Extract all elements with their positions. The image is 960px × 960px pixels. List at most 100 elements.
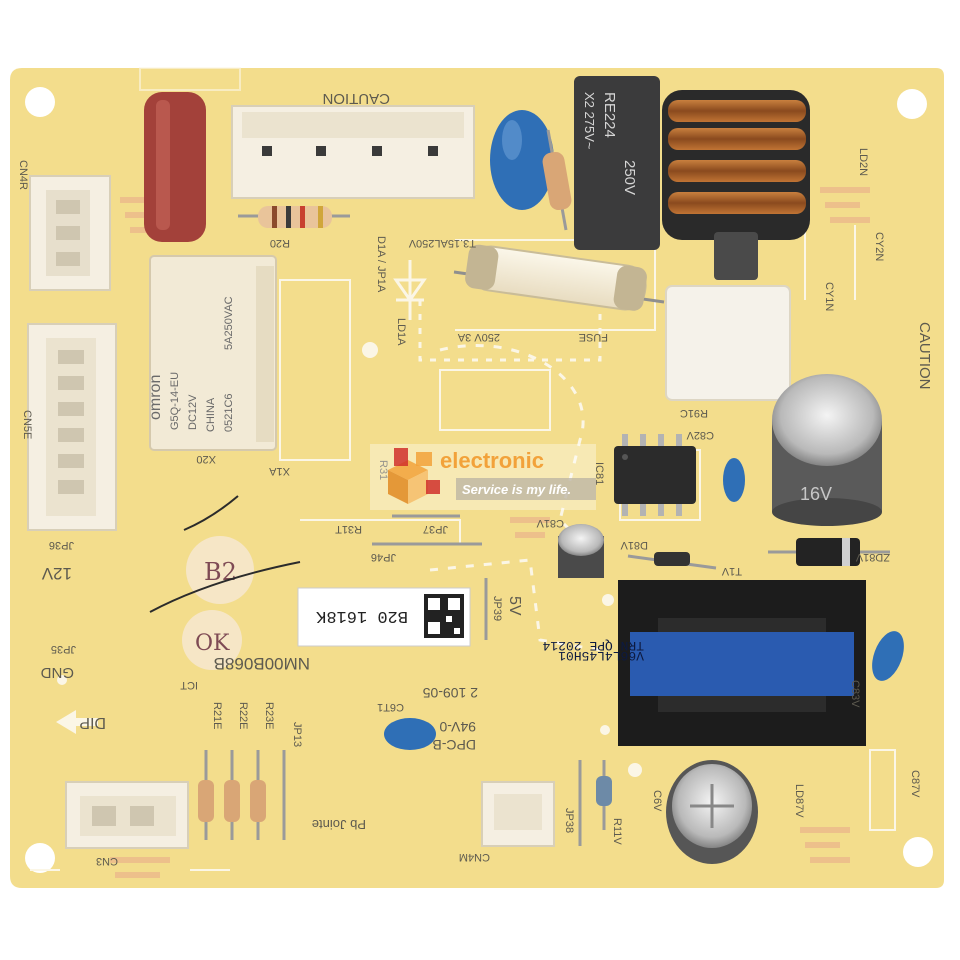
via-hole: [602, 594, 614, 606]
mount-hole: [903, 837, 933, 867]
bottom-connector-cn4m: [481, 781, 555, 847]
sticker-ok-text: OK: [195, 631, 230, 656]
x2-cap-marking-1: RE224: [601, 92, 618, 138]
silk-c87v: C87V: [909, 770, 921, 798]
caution-top: CAUTION: [323, 90, 391, 107]
watermark-logo-icon: [388, 448, 440, 504]
date-code: 2 109-05: [423, 685, 478, 701]
transformer-label-1: V66L4L45H01: [558, 648, 644, 663]
via-hole: [57, 675, 67, 685]
silk-cn4m: CN4M: [459, 851, 490, 863]
silk-fuse-rating: T3.15AL250V: [408, 237, 476, 249]
silk-jp39: JP39: [491, 596, 503, 621]
silk-jp13: JP13: [291, 722, 303, 747]
transformer: V66L4L45H01 TRN QPE 20214: [542, 580, 866, 746]
silk-t1v: T1V: [721, 565, 742, 577]
silk-jp35: JP35: [51, 643, 76, 655]
x2-cap-marking-2: X2 275V~: [582, 92, 597, 150]
pen-mark: [183, 495, 239, 531]
relay-origin: CHINA: [205, 397, 217, 432]
silk-x20: X20: [196, 453, 216, 465]
material-mark: 94V-0: [439, 719, 476, 735]
silk-logo-marks: [110, 187, 870, 878]
silk-cn5e: CN5E: [21, 410, 33, 439]
silk-jp38: JP38: [563, 808, 575, 833]
relay-part: G5Q-14-EU: [169, 372, 181, 430]
silk-r11v: R11V: [611, 818, 623, 845]
y-capacitor-top: [490, 110, 554, 210]
pb-free: Pb Jointe: [312, 817, 366, 832]
via-hole: [628, 763, 642, 777]
sticker-ok: OK: [182, 610, 242, 670]
silk-zd81v: ZD81V: [855, 551, 890, 563]
diode-r11v: [596, 760, 612, 830]
silk-c6v: C6V: [651, 790, 663, 812]
relay-rating: 5A250VAC: [223, 296, 235, 350]
watermark-brand: electronic: [440, 448, 544, 473]
silk-ld1a: LD1A: [395, 318, 407, 346]
ic-dip8: [614, 434, 696, 516]
silk-c83v: C83V: [849, 680, 861, 708]
x2-capacitor-box: RE224 X2 275V~ 250V: [574, 76, 660, 250]
ceramic-cap-cst1: [384, 718, 436, 750]
mount-hole: [25, 843, 55, 873]
left-connector-cn5e: [27, 323, 117, 531]
silk-12v: 12V: [41, 564, 72, 583]
silk-cn4r: CN4R: [17, 160, 29, 190]
via-hole: [362, 342, 378, 358]
dip-arrow: [56, 710, 98, 734]
common-mode-choke: [662, 90, 810, 280]
silk-d1a: D1A / JP1A: [375, 236, 387, 293]
electrolytic-capacitor-bottom: [666, 760, 758, 864]
serial-label: B20 1618K: [297, 587, 471, 647]
resistor-r1n: [542, 129, 572, 231]
silk-r22e: R22E: [237, 702, 249, 730]
caution-side: CAUTION: [916, 322, 933, 390]
electrolytic-capacitor-large: 16V: [772, 374, 882, 526]
watermark: electronic Service is my life.: [370, 444, 596, 510]
silk-cy1n: CY1N: [823, 282, 835, 311]
transformer-label-2: TRN QPE 20214: [542, 638, 644, 653]
x-capacitor-red: [144, 92, 206, 242]
silk-cn3: CN3: [96, 855, 118, 867]
silkscreen-outlines: [30, 67, 896, 871]
top-connector: [231, 105, 475, 199]
silk-jp46: JP46: [371, 551, 396, 563]
silk-d81v: D81V: [620, 539, 648, 551]
silk-cy2n: CY2N: [873, 232, 885, 261]
sticker-b2-text: B2: [204, 558, 237, 586]
serial-label-code: B20 1618K: [315, 606, 408, 625]
electrolytic-capacitor-small: [558, 524, 604, 578]
watermark-tagline: Service is my life.: [462, 482, 571, 497]
silk-ld87v: LD87V: [793, 784, 805, 818]
relay-coil: DC12V: [187, 394, 199, 430]
silk-x1a: X1A: [269, 465, 290, 477]
x2-cap-marking-3: 250V: [621, 160, 638, 195]
mount-hole: [25, 87, 55, 117]
left-connector-top: [29, 175, 111, 291]
silk-r23e: R23E: [263, 702, 275, 730]
sticker-b2: B2: [186, 536, 254, 604]
relay-lot: 0521C6: [223, 393, 235, 432]
dpc-mark: DPC-B: [432, 737, 476, 753]
silk-jp37: JP37: [423, 523, 448, 535]
fuse: [453, 244, 665, 311]
silk-dip: DIP: [79, 714, 106, 731]
silk-gnd: GND: [41, 664, 75, 681]
silk-fuse: FUSE: [579, 331, 608, 343]
resistors-r21e-r23e: [198, 750, 286, 840]
silk-r21e: R21E: [211, 702, 223, 730]
silk-c6t1: C6T1: [377, 701, 404, 713]
silk-c82v: C82V: [686, 429, 714, 441]
ceramic-cap-c83v: [872, 631, 904, 681]
relay-brand: omron: [147, 375, 164, 420]
silk-r20: R20: [270, 237, 290, 249]
silk-c81v: C81V: [536, 517, 564, 529]
silk-5v: 5V: [506, 596, 523, 616]
silk-r31t: R31T: [335, 523, 362, 535]
silk-r91c: R91C: [680, 407, 708, 419]
bottom-connector-cn3: [65, 781, 189, 849]
diode-zd81v: [768, 538, 890, 566]
model-number: NM00B068B: [214, 654, 310, 673]
